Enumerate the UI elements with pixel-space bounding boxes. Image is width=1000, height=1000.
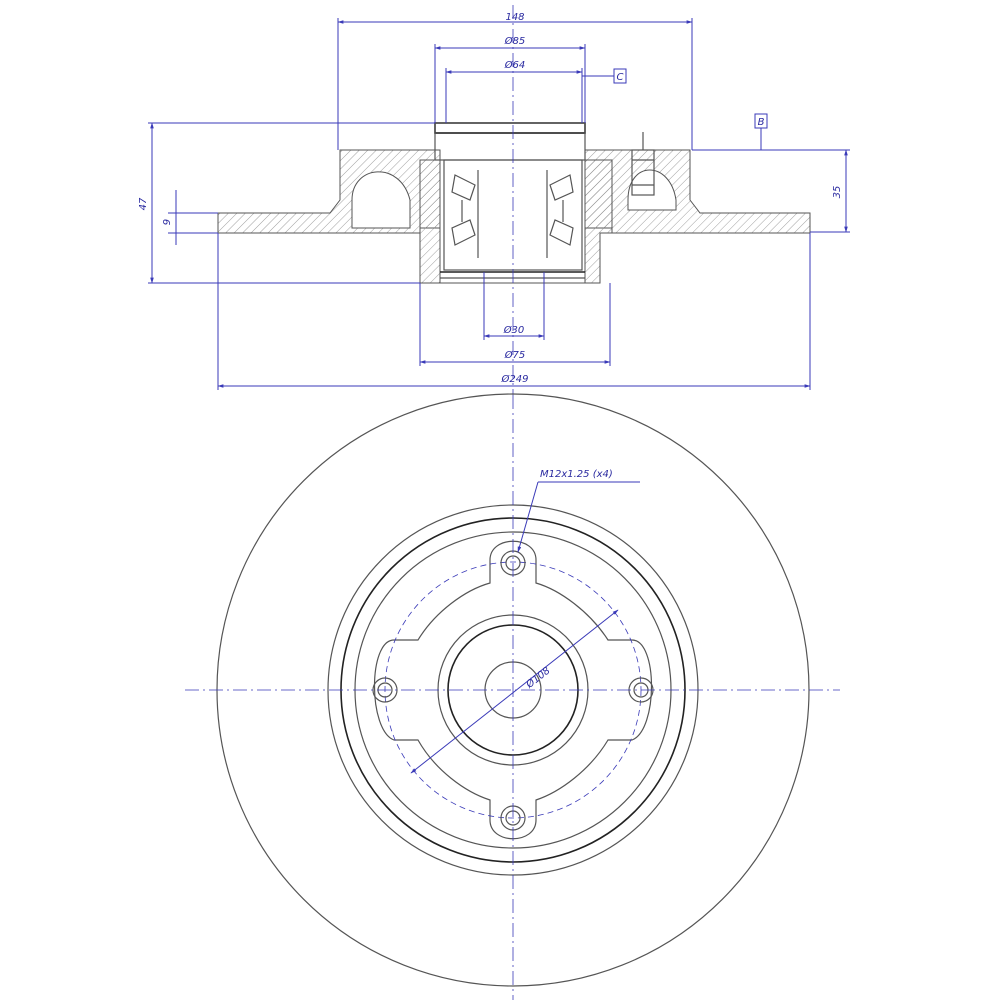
dim-label-47: 47 (138, 197, 149, 210)
dim-label-dia85: Ø85 (504, 35, 526, 47)
thread-callout: M12x1.25 (x4) (517, 469, 640, 553)
front-view: Ø108 M12x1.25 (x4) (185, 393, 840, 1000)
dim-shaft: Ø30 (483, 272, 545, 340)
dim-label-dia30: Ø30 (503, 324, 525, 336)
dim-label-148: 148 (505, 12, 524, 23)
datum-b-label: B (758, 117, 765, 128)
bearing-housing (434, 122, 586, 161)
dim-total-height: 47 (138, 122, 435, 284)
dim-hub-bore: Ø75 (419, 283, 611, 366)
datum-b: B (692, 113, 850, 151)
cavity-left (351, 171, 411, 229)
hub-body (419, 159, 613, 284)
dim-label-9: 9 (162, 219, 173, 225)
dim-label-35: 35 (832, 186, 843, 199)
dim-pcd: Ø108 (410, 609, 619, 774)
disc-plate-right (584, 149, 811, 234)
dim-hub-height: 35 (810, 149, 850, 233)
section-view: 148 Ø85 Ø64 C B (138, 5, 850, 395)
dim-bearing-outer: Ø85 (434, 35, 586, 123)
dim-label-dia75: Ø75 (504, 349, 526, 361)
datum-c: C (613, 68, 627, 84)
datum-c-label: C (617, 72, 624, 83)
dim-bearing-inner: Ø64 (445, 59, 614, 123)
thread-callout-label: M12x1.25 (x4) (540, 469, 613, 480)
cavity-right (627, 169, 677, 211)
wheel-stud-section (631, 132, 655, 196)
dim-disc-thickness: 9 (162, 190, 218, 245)
dim-label-pcd: Ø108 (523, 665, 552, 692)
bearing-top-flange (434, 122, 586, 134)
dim-overall-hub-width: 148 (337, 12, 693, 150)
bearing-rollers-left (451, 170, 479, 258)
bearing-rollers-right (546, 170, 574, 258)
dim-disc-outer: Ø249 (217, 233, 811, 390)
dim-label-dia64: Ø64 (504, 59, 526, 71)
hub-flange-outline (373, 540, 653, 840)
dim-label-dia249: Ø249 (501, 373, 529, 385)
